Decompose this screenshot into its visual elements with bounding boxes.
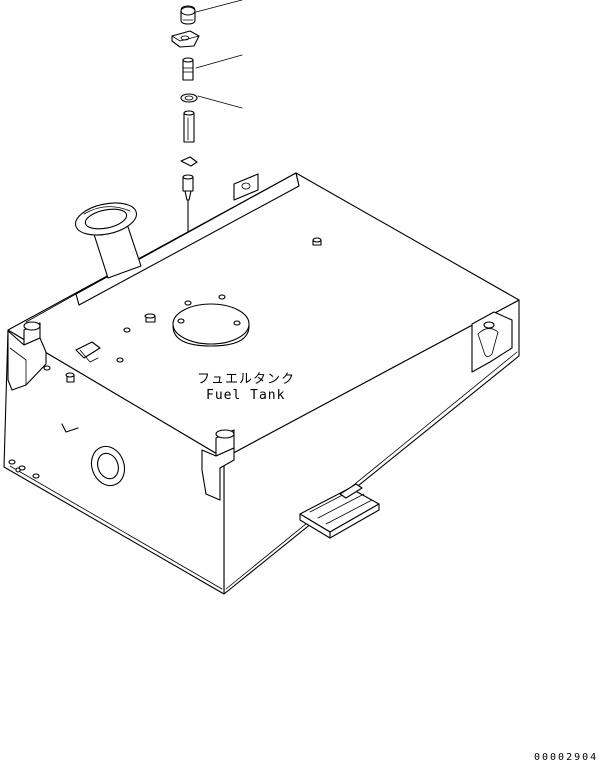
right-end-mount [471,311,513,373]
tank-label-japanese: フュエルタンク [197,372,295,387]
leader-line-cap [195,0,243,13]
leader-line-ring [197,95,243,109]
back-rail [75,172,300,306]
bracket-plate-part [171,30,200,48]
lower-bolts [8,459,40,479]
leader-line-fitting [195,54,243,69]
sender-plate [172,294,250,347]
tube-part [183,110,195,143]
step-bracket [299,483,380,539]
clip-ring-part [180,93,198,103]
hose-clip-bracket [75,341,101,363]
sender-parts-stack [171,0,243,297]
drain-port [90,445,126,487]
filler-neck [74,202,142,279]
front-right-mount [201,429,235,501]
top-bosses [43,237,322,383]
washer-part [180,156,198,167]
tank-label-english: Fuel Tank [206,388,285,403]
drawing-code: 00002904 [534,752,598,763]
front-left-mount [7,321,47,391]
tank-label: フュエルタンク Fuel Tank [197,372,295,403]
fitting-part [182,57,194,81]
rear-bracket [233,173,259,201]
front-face-details [8,423,126,487]
cap-part [180,5,196,25]
